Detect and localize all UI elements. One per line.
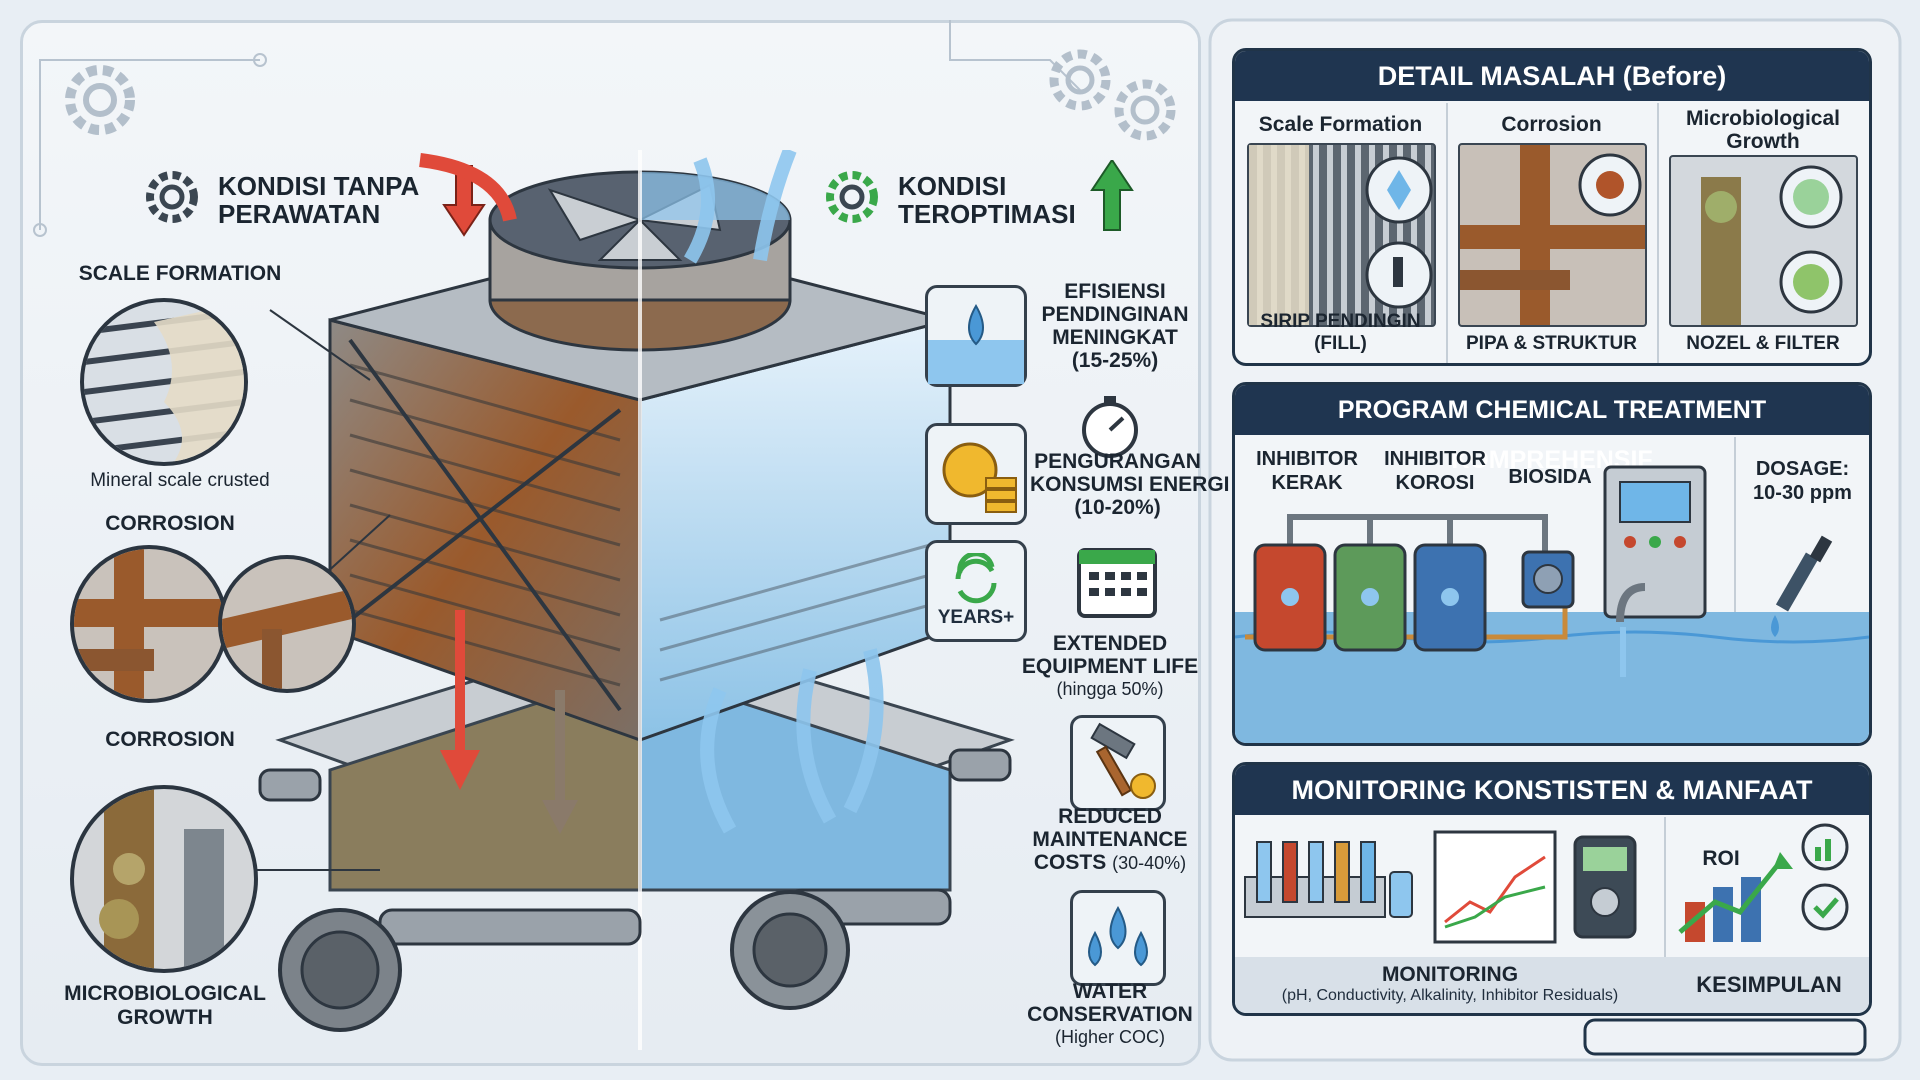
benefit-equipment-life-sub: (hingga 50%): [1056, 679, 1164, 699]
gear-icon: [1114, 79, 1176, 141]
problem-cell-scale-foot: SIRIP PENDINGIN (FILL): [1260, 311, 1421, 354]
monitoring-sub: (pH, Conductivity, Alkalinity, Inhibitor…: [1281, 987, 1619, 1004]
monitoring-panel: MONITORING KONSTISTEN & MANFAAT ROI MONI…: [1232, 762, 1872, 1016]
corrosion-beam-circle: [218, 555, 356, 693]
pipe-corrosion-image: [1458, 143, 1647, 327]
biosida-label: BIOSIDA: [1508, 466, 1592, 488]
scale-caption: Mineral scale crusted: [90, 470, 270, 491]
dosing-system-illustration: [1235, 437, 1869, 743]
nozzle-growth-image: [1669, 155, 1858, 327]
cooling-tower-illustration: [250, 150, 1015, 1050]
problem-cell-corrosion: Corrosion PIPA & STRUKTUR: [1446, 103, 1659, 363]
corrosion-bottom-label: CORROSION: [105, 728, 235, 751]
hammer-icon: [1070, 715, 1166, 811]
problem-cell-scale: Scale Formation SIRIP PENDINGIN (FILL): [1235, 103, 1448, 363]
coin-icon: [925, 423, 1027, 525]
benefit-water-sub: (Higher COC): [1054, 1027, 1165, 1047]
kesimpulan-label: KESIMPULAN: [1696, 972, 1842, 997]
dosage-label: DOSAGE: 10-30 ppm: [1753, 458, 1852, 504]
stopwatch-icon: [1082, 396, 1138, 458]
monitoring-panel-title: MONITORING KONSTISTEN & MANFAAT: [1235, 765, 1869, 815]
inhibitor-kerak-label: INHIBITOR KERAK: [1256, 448, 1358, 494]
problem-cell-corrosion-title: Corrosion: [1501, 113, 1602, 136]
problem-cell-micro-title: Microbiological Growth: [1685, 107, 1840, 153]
refresh-icon: YEARS+: [925, 540, 1027, 642]
gear-icon: [65, 65, 135, 135]
roi-label: ROI: [1702, 847, 1740, 870]
gear-icon: [1049, 49, 1111, 111]
gear-icon: [146, 171, 198, 223]
years-label: YEARS+: [937, 607, 1015, 628]
monitoring-illustration: [1235, 817, 1869, 1013]
problem-cell-micro: Microbiological Growth NOZEL & FILTER: [1657, 103, 1869, 363]
benefit-equipment-life-title: EXTENDED EQUIPMENT LIFE: [1021, 632, 1199, 678]
up-arrow-icon: [1090, 160, 1134, 231]
inhibitor-korosi-label: INHIBITOR KOROSI: [1384, 448, 1486, 494]
benefit-maintenance-sub: (30-40%): [1112, 853, 1187, 873]
benefit-maintenance-title: REDUCED MAINTENANCE COSTS: [1032, 805, 1188, 874]
benefit-equipment-life: EXTENDED EQUIPMENT LIFE (hingga 50%): [1020, 632, 1200, 701]
problem-cell-scale-title: Scale Formation: [1258, 113, 1423, 136]
monitoring-label: MONITORING: [1381, 963, 1519, 986]
treatment-panel-title: PROGRAM CHEMICAL TREATMENT KOMPREHENSIF: [1235, 385, 1869, 474]
problem-panel: DETAIL MASALAH (Before) Scale Formation …: [1232, 48, 1872, 366]
benefit-water-title: WATER CONSERVATION: [1027, 980, 1193, 1026]
corrosion-top-label: CORROSION: [105, 512, 235, 535]
calendar-icon: [1077, 548, 1157, 618]
benefit-efficiency: EFISIENSI PENDINGINAN MENINGKAT (15-25%): [1041, 280, 1189, 372]
benefit-energy: PENGURANGAN KONSUMSI ENERGI (10-20%): [1030, 450, 1230, 519]
benefit-water: WATER CONSERVATION (Higher COC): [1020, 980, 1200, 1049]
water-drops-icon: [1070, 890, 1166, 986]
micro-label: MICROBIOLOGICAL GROWTH: [64, 982, 266, 1029]
problem-cell-micro-foot: NOZEL & FILTER: [1686, 333, 1840, 354]
after-title: KONDISI TEROPTIMASI: [898, 171, 1076, 229]
problem-panel-title: DETAIL MASALAH (Before): [1235, 51, 1869, 101]
benefit-maintenance: REDUCED MAINTENANCE COSTS (30-40%): [1020, 805, 1200, 875]
problem-cell-corrosion-foot: PIPA & STRUKTUR: [1466, 333, 1637, 354]
scale-detail-circle: [80, 298, 248, 466]
before-title: KONDISI TANPA PERAWATAN: [218, 171, 420, 229]
water-efficiency-icon: [925, 285, 1027, 387]
gear-icon: [826, 171, 878, 223]
corrosion-detail-circle: [70, 545, 228, 703]
treatment-panel: PROGRAM CHEMICAL TREATMENT KOMPREHENSIF …: [1232, 382, 1872, 746]
micro-detail-circle: [70, 785, 258, 973]
scale-formation-label: SCALE FORMATION: [78, 262, 282, 285]
fill-scale-image: [1247, 143, 1436, 327]
